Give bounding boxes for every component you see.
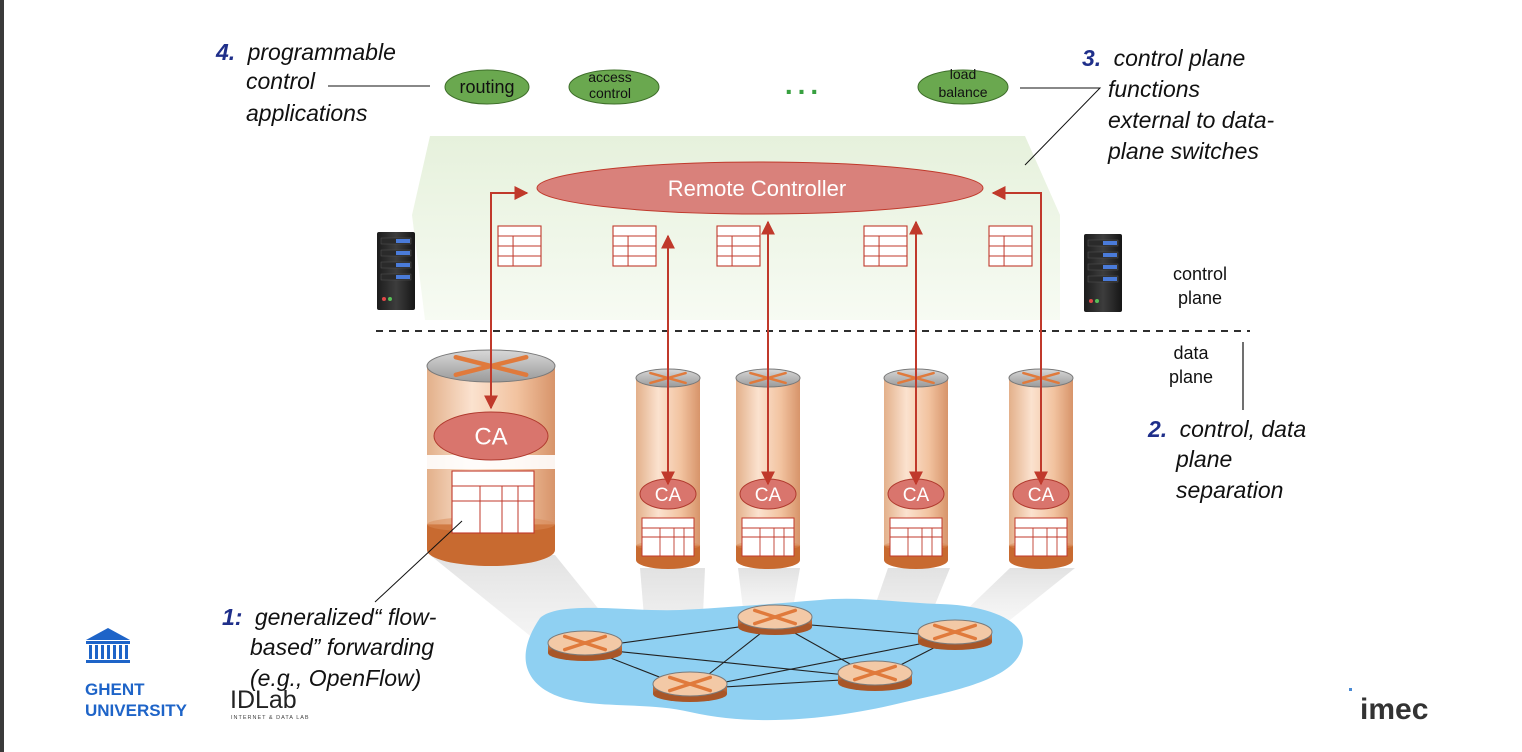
control-agent-label: CA bbox=[655, 485, 682, 506]
data-plane-switches: CA CA CA CA CA bbox=[426, 349, 1074, 569]
router-icon bbox=[547, 630, 623, 656]
flow-table-icon bbox=[1014, 517, 1068, 557]
control-agent: CA bbox=[887, 478, 945, 510]
control-agent-label: CA bbox=[1028, 485, 1055, 506]
annotation-4-number: 4. bbox=[215, 39, 235, 65]
annotation-leader-lines bbox=[328, 85, 1102, 603]
remote-controller-label: Remote Controller bbox=[668, 176, 847, 201]
control-agent: CA bbox=[433, 411, 549, 461]
router-icon bbox=[737, 604, 813, 630]
annotation-3-line-4: plane switches bbox=[1107, 138, 1259, 164]
annotation-2-line-3: separation bbox=[1176, 477, 1283, 503]
network-routers bbox=[547, 604, 993, 702]
flow-table-icon bbox=[741, 517, 795, 557]
app-load-label-1: load bbox=[950, 66, 976, 82]
control-agent: CA bbox=[639, 478, 697, 510]
annotation-1-line-2: based” forwarding bbox=[250, 634, 434, 660]
annotation-3-line-3: external to data- bbox=[1108, 107, 1275, 133]
annotation-4-line-1: programmable bbox=[247, 39, 396, 65]
ghent-university-logo: GHENT UNIVERSITY bbox=[85, 628, 188, 720]
app-access-control: access control bbox=[568, 69, 660, 105]
annotation-3: 3. control plane bbox=[1082, 45, 1245, 71]
router-icon bbox=[917, 619, 993, 645]
flow-table-icon bbox=[451, 470, 535, 534]
flow-table-icon bbox=[641, 517, 695, 557]
ghent-logo-line-2: UNIVERSITY bbox=[85, 701, 188, 720]
annotation-2: 2. control, data bbox=[1147, 416, 1306, 442]
window-edge bbox=[0, 0, 4, 752]
app-routing: routing bbox=[444, 69, 530, 105]
network-cloud bbox=[525, 598, 1023, 721]
router-icon bbox=[652, 671, 728, 697]
network-router bbox=[737, 604, 813, 635]
annotation-3-number: 3. bbox=[1082, 45, 1101, 71]
server-icon bbox=[1084, 234, 1122, 312]
network-router bbox=[917, 619, 993, 650]
control-agent-label: CA bbox=[903, 485, 930, 506]
control-agent-label: CA bbox=[755, 485, 782, 506]
network-router bbox=[837, 660, 913, 691]
flow-table-icon bbox=[716, 225, 761, 267]
control-agent: CA bbox=[1012, 478, 1070, 510]
control-agent: CA bbox=[739, 478, 797, 510]
idlab-logo-text: IDLab bbox=[230, 686, 297, 714]
annotation-2-number: 2. bbox=[1147, 416, 1167, 442]
imec-logo-text: imec bbox=[1360, 693, 1428, 726]
server-icon bbox=[377, 232, 415, 310]
control-plane-label-2: plane bbox=[1178, 288, 1222, 308]
annotation-4: 4. programmable bbox=[215, 39, 396, 65]
annotation-2-line-2: plane bbox=[1175, 446, 1232, 472]
flow-table-icon bbox=[612, 225, 657, 267]
control-channel-arrows bbox=[484, 186, 1048, 486]
data-plane-label-2: plane bbox=[1169, 367, 1213, 387]
ghent-logo-line-1: GHENT bbox=[85, 680, 145, 699]
annotation-1-number: 1: bbox=[222, 604, 242, 630]
flow-table-icon bbox=[889, 517, 943, 557]
flow-table-icon bbox=[497, 225, 542, 267]
imec-logo: imec bbox=[1349, 688, 1428, 726]
building-icon bbox=[86, 628, 130, 663]
flow-table-icon bbox=[988, 225, 1033, 267]
annotation-2-line-1: control, data bbox=[1180, 416, 1307, 442]
app-access-label-2: control bbox=[589, 85, 631, 101]
app-load-label-2: balance bbox=[938, 84, 987, 100]
idlab-logo: IDLab INTERNET & DATA LAB bbox=[230, 686, 310, 721]
idlab-logo-subtitle: INTERNET & DATA LAB bbox=[231, 715, 310, 721]
router-icon bbox=[837, 660, 913, 686]
control-agent-label: CA bbox=[474, 424, 507, 451]
annotation-3-line-1: control plane bbox=[1114, 45, 1246, 71]
annotation-1-line-1: generalized“ flow- bbox=[255, 604, 437, 630]
control-agents: CA CA CA CA CA bbox=[433, 411, 1070, 510]
network-router bbox=[652, 671, 728, 702]
network-router bbox=[547, 630, 623, 661]
annotation-3-line-2: functions bbox=[1108, 76, 1201, 102]
annotation-1: 1: generalized“ flow- bbox=[222, 604, 437, 630]
more-apps-ellipsis: ... bbox=[785, 69, 823, 100]
remote-controller bbox=[536, 161, 984, 215]
flow-table-icon bbox=[863, 225, 908, 267]
app-load-balance: load balance bbox=[917, 66, 1009, 105]
annotation-1-line-3: (e.g., OpenFlow) bbox=[250, 665, 421, 691]
app-routing-label: routing bbox=[459, 77, 514, 97]
data-plane-label-1: data bbox=[1173, 343, 1209, 363]
annotation-4-line-2: control bbox=[246, 68, 316, 94]
annotation-4-line-3: applications bbox=[246, 100, 368, 126]
app-access-label-1: access bbox=[588, 69, 632, 85]
control-plane-label-1: control bbox=[1173, 264, 1227, 284]
